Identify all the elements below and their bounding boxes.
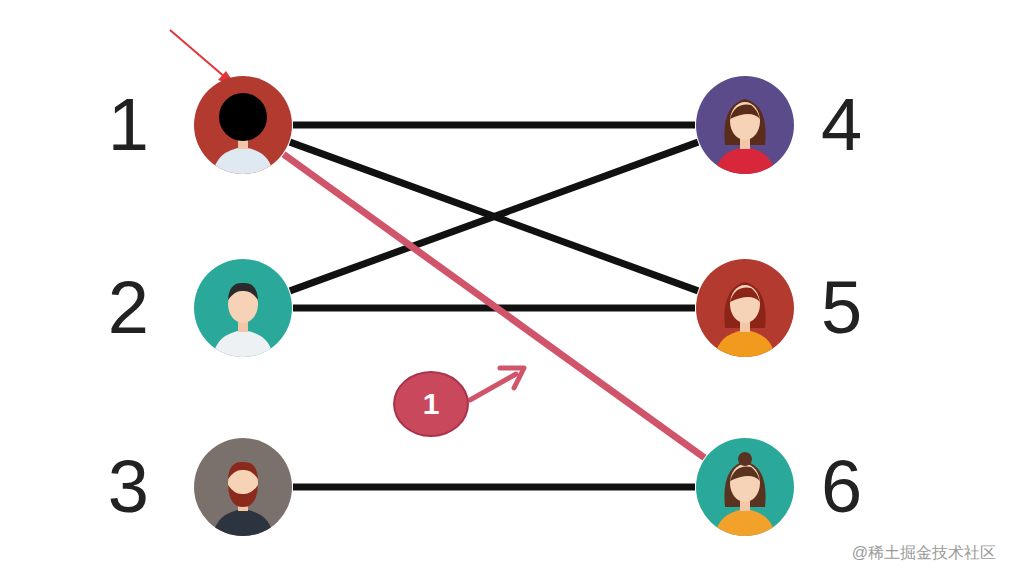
avatar-face — [730, 285, 760, 323]
avatar-circle — [194, 438, 292, 536]
avatar-figure — [715, 282, 775, 358]
match-line — [290, 142, 698, 291]
avatar-figure — [213, 462, 273, 537]
avatar-hair — [228, 283, 258, 300]
avatar-hair — [724, 99, 765, 145]
callout-arrow — [470, 374, 516, 400]
highlighted-match-line — [284, 154, 705, 458]
avatar-fringe — [730, 467, 760, 481]
pointer-arrow — [170, 30, 226, 78]
avatar-circle — [194, 259, 292, 357]
avatar-body — [715, 147, 775, 175]
person-node: 4 — [695, 75, 795, 175]
avatar-body — [715, 330, 775, 358]
avatar-circle — [696, 76, 794, 174]
person-node: 1 — [193, 75, 293, 175]
node-number: 5 — [821, 271, 862, 345]
avatar-icon — [695, 437, 795, 537]
avatar-beard — [228, 485, 258, 507]
avatar-hair — [724, 282, 765, 328]
avatar-face — [730, 464, 760, 502]
watermark: @稀土掘金技术社区 — [852, 543, 996, 564]
node-number: 4 — [821, 88, 862, 162]
person-node: 2 — [193, 258, 293, 358]
avatar-figure — [213, 283, 273, 358]
avatar-hair — [724, 461, 765, 507]
avatar-face — [730, 102, 760, 140]
avatar-figure — [213, 93, 273, 175]
person-node: 6 — [695, 437, 795, 537]
match-line — [293, 122, 695, 129]
avatar-circle — [696, 438, 794, 536]
avatar-fringe — [730, 105, 760, 119]
node-number: 1 — [108, 88, 149, 162]
face-cover — [219, 93, 267, 141]
avatar-body — [213, 509, 273, 537]
node-number: 3 — [108, 450, 149, 524]
avatar-icon — [193, 437, 293, 537]
avatar-body — [213, 147, 273, 175]
node-number: 6 — [821, 450, 862, 524]
match-line — [290, 142, 698, 291]
avatar-figure — [715, 99, 775, 175]
avatar-circle — [696, 259, 794, 357]
avatar-bun — [738, 452, 752, 466]
avatar-icon — [695, 258, 795, 358]
avatar-icon — [193, 258, 293, 358]
match-line — [293, 484, 695, 491]
arrow-head — [500, 368, 524, 388]
node-number: 2 — [108, 271, 149, 345]
callout-number: 1 — [393, 371, 469, 437]
avatar-body — [213, 330, 273, 358]
avatar-hair — [228, 462, 258, 479]
person-node: 5 — [695, 258, 795, 358]
avatar-fringe — [730, 288, 760, 302]
avatar-figure — [715, 452, 775, 537]
avatar-circle — [194, 76, 292, 174]
avatar-icon — [695, 75, 795, 175]
person-node: 3 — [193, 437, 293, 537]
avatar-icon — [193, 75, 293, 175]
avatar-body — [715, 509, 775, 537]
